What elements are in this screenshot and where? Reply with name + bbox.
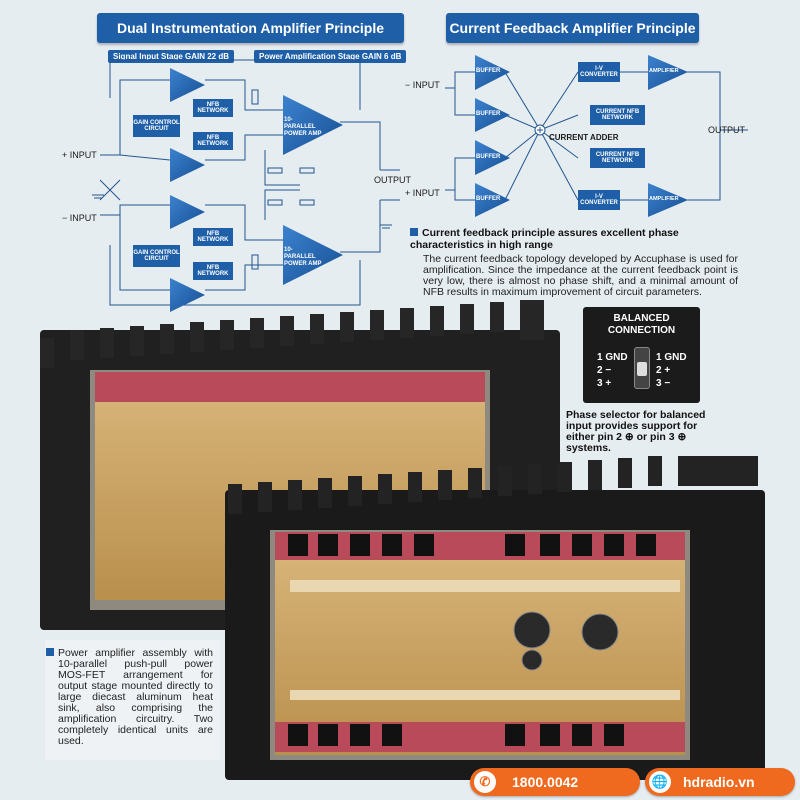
feedback-heading: Current feedback principle assures excel… [410, 227, 740, 251]
left-minus-input-label: − INPUT [62, 213, 97, 223]
balanced-connection-panel: BALANCED CONNECTION 1 GND 2 − 3 + 1 GND … [583, 307, 700, 403]
power-amp-2 [283, 225, 343, 285]
current-nfb-box-1: CURRENT NFB NETWORK [590, 105, 645, 125]
gain-control-box-2: GAIN CONTROL CIRCUIT [133, 245, 180, 267]
buffer-label-3: BUFFER [476, 154, 501, 160]
phone-number: 1800.0042 [512, 774, 579, 790]
phase-selector-switch [634, 347, 650, 389]
balanced-title-line1: BALANCED [613, 313, 670, 324]
opamp-1 [170, 68, 205, 102]
right-minus-input-label: − INPUT [405, 80, 440, 90]
balanced-connection-title: BALANCED CONNECTION [583, 313, 700, 337]
nfb-network-box-2: NFB NETWORK [193, 132, 233, 150]
balanced-left-pins: 1 GND 2 − 3 + [597, 352, 628, 389]
feedback-body: The current feedback topology developed … [423, 253, 738, 298]
phase-selector-caption: Phase selector for balanced input provid… [566, 409, 706, 454]
nfb-network-box-3: NFB NETWORK [193, 228, 233, 246]
current-adder-label: CURRENT ADDER [549, 133, 619, 142]
dual-instrumentation-title: Dual Instrumentation Amplifier Principle [97, 13, 404, 43]
right-plus-input-label: + INPUT [405, 188, 440, 198]
phone-icon: ✆ [474, 771, 496, 793]
phone-contact-button[interactable]: ✆ 1800.0042 [470, 768, 640, 796]
balanced-title-line2: CONNECTION [607, 325, 676, 336]
website-contact-button[interactable]: 🌐 hdradio.vn [645, 768, 795, 796]
left-output-label: OUTPUT [374, 175, 411, 185]
buffer-label-4: BUFFER [476, 196, 501, 202]
power-amp-1 [283, 95, 343, 155]
balanced-right-pins: 1 GND 2 + 3 − [656, 352, 687, 389]
phase-selector-knob [637, 362, 647, 376]
amplifier-label-1: AMPLIFIER [649, 68, 679, 74]
amplifier-label-2: AMPLIFIER [649, 196, 679, 202]
assembly-bullet [46, 648, 54, 656]
opamp-3 [170, 195, 205, 229]
power-amp-label-1: 10-PARALLEL POWER AMP [284, 117, 322, 137]
iv-converter-box-2: I-V CONVERTER [578, 190, 620, 210]
feedback-heading-text: Current feedback principle assures excel… [410, 227, 679, 251]
opamp-4 [170, 278, 205, 312]
buffer-label-1: BUFFER [476, 68, 501, 74]
assembly-caption-text: Power amplifier assembly with 10-paralle… [58, 647, 213, 747]
globe-icon: 🌐 [649, 771, 671, 793]
opamp-2 [170, 148, 205, 182]
bullet-square [410, 228, 418, 236]
current-feedback-title: Current Feedback Amplifier Principle [446, 13, 699, 43]
assembly-caption: Power amplifier assembly with 10-paralle… [46, 647, 213, 747]
nfb-network-box-1: NFB NETWORK [193, 99, 233, 117]
current-nfb-box-2: CURRENT NFB NETWORK [590, 148, 645, 168]
assembly-caption-panel [45, 640, 220, 760]
left-plus-input-label: + INPUT [62, 150, 97, 160]
gain-control-box-1: GAIN CONTROL CIRCUIT [133, 115, 180, 137]
iv-converter-box-1: I-V CONVERTER [578, 62, 620, 82]
website-url: hdradio.vn [683, 774, 755, 790]
heatsink-unit-front [225, 456, 765, 780]
buffer-label-2: BUFFER [476, 111, 501, 117]
right-output-label: OUTPUT [708, 125, 745, 135]
power-amp-label-2: 10-PARALLEL POWER AMP [284, 247, 322, 267]
nfb-network-box-4: NFB NETWORK [193, 262, 233, 280]
